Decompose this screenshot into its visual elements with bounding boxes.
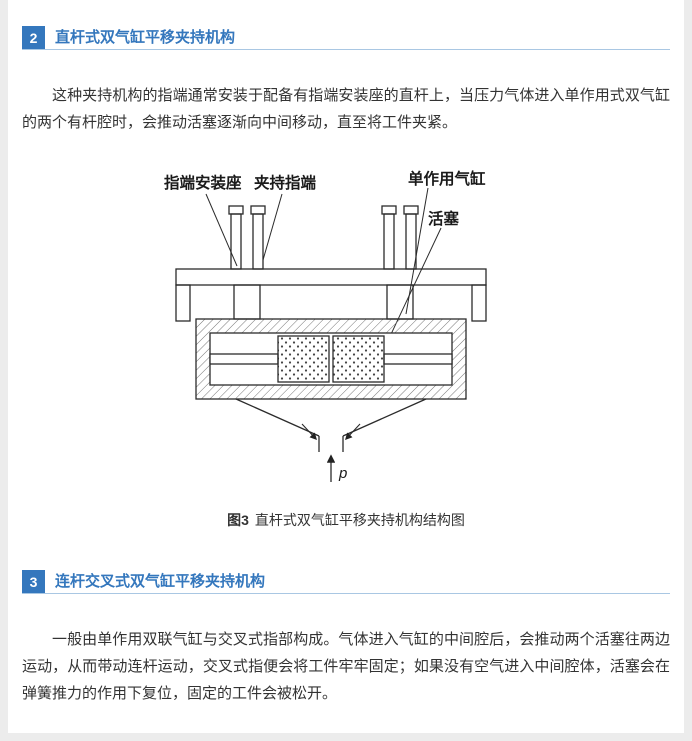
finger-stem-right	[386, 284, 414, 320]
flow-arrow-right	[345, 423, 361, 441]
section-2-number-badge: 2	[22, 26, 45, 49]
figure-caption-text: 直杆式双气缸平移夹持机构结构图	[254, 512, 465, 528]
air-inlet-port	[235, 398, 427, 452]
section-3-number-badge: 3	[22, 570, 45, 593]
piston-rod-left	[209, 353, 279, 365]
section-2-title: 直杆式双气缸平移夹持机构	[55, 29, 236, 46]
leader-line-mount	[205, 193, 238, 267]
label-gripper-finger: 夹持指端	[254, 173, 317, 192]
top-plate	[175, 268, 487, 286]
section-2-header: 2 直杆式双气缸平移夹持机构	[22, 26, 670, 50]
figure-caption: 图3 直杆式双气缸平移夹持机构结构图	[156, 510, 536, 530]
leader-line-cylinder	[405, 187, 429, 315]
side-plate-left	[175, 284, 191, 322]
section-3-header: 3 连杆交叉式双气缸平移夹持机构	[22, 570, 670, 594]
diagram-labels: 指端安装座 夹持指端 单作用气缸 活塞 p	[164, 169, 486, 482]
section-3-title: 连杆交叉式双气缸平移夹持机构	[55, 573, 266, 590]
label-single-acting-cylinder: 单作用气缸	[408, 169, 486, 188]
mechanism-diagram: 指端安装座 夹持指端 单作用气缸 活塞 p	[164, 169, 487, 482]
piston-left	[277, 335, 330, 383]
label-piston: 活塞	[428, 209, 460, 228]
figure-caption-tag: 图3	[227, 512, 249, 528]
label-finger-mount-seat: 指端安装座	[164, 173, 242, 192]
section-3-paragraph: 一般由单作用双联气缸与交叉式指部构成。气体进入气缸的中间腔后，会推动两个活塞往两…	[22, 631, 670, 702]
flow-arrow-left	[301, 423, 317, 441]
figure-3: 指端安装座 夹持指端 单作用气缸 活塞 p 图3 直杆式双气缸平移夹持机构结构图	[156, 164, 536, 530]
leader-line-finger	[262, 193, 283, 261]
piston-rod-right	[383, 353, 453, 365]
finger-stem-left	[233, 284, 261, 320]
side-plate-right	[471, 284, 487, 322]
section-2-paragraph: 这种夹持机构的指端通常安装于配备有指端安装座的直杆上，当压力气体进入单作用式双气…	[22, 87, 670, 131]
label-pressure: p	[338, 465, 347, 482]
article-page: 2 直杆式双气缸平移夹持机构 这种夹持机构的指端通常安装于配备有指端安装座的直杆…	[8, 0, 684, 733]
piston-right	[332, 335, 385, 383]
gripper-finger-right	[381, 205, 419, 270]
